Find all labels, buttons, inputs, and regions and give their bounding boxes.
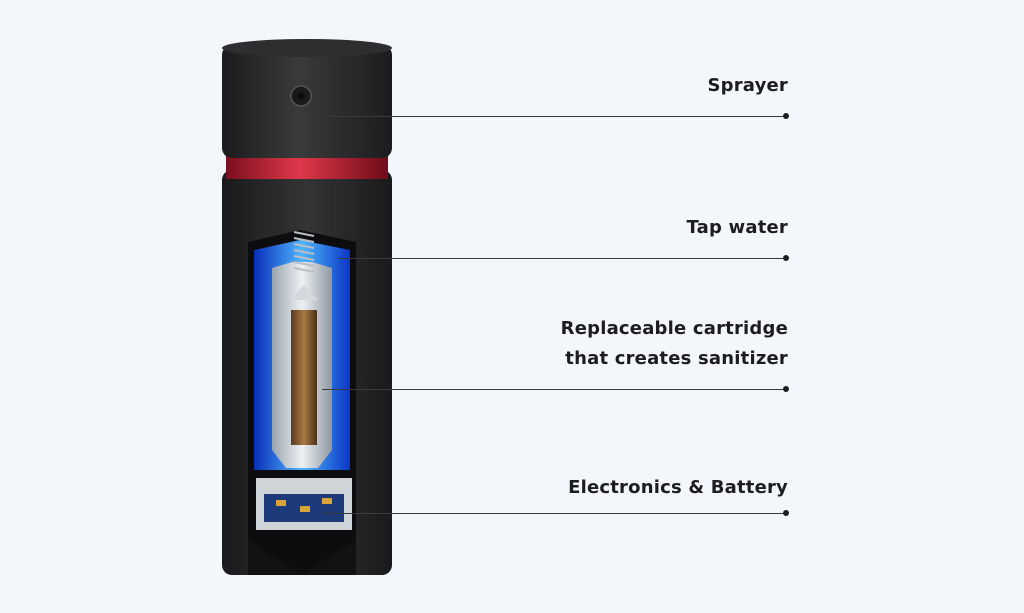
leader-line-electronics — [322, 513, 786, 514]
callout-label-cartridge: Replaceable cartridge that creates sanit… — [561, 314, 788, 374]
leader-dot-sprayer — [783, 113, 789, 119]
leader-line-tap-water — [338, 258, 786, 259]
leader-dot-tap-water — [783, 255, 789, 261]
callout-text: Replaceable cartridge — [561, 314, 788, 344]
callout-text: Electronics & Battery — [568, 473, 788, 503]
leader-dot-cartridge — [783, 386, 789, 392]
leader-line-cartridge — [322, 389, 786, 390]
red-ring — [226, 155, 388, 179]
callout-label-sprayer: Sprayer — [707, 71, 788, 101]
callout-text: Sprayer — [707, 71, 788, 101]
callout-label-electronics: Electronics & Battery — [568, 473, 788, 503]
callout-label-tap-water: Tap water — [686, 213, 788, 243]
leader-line-sprayer — [322, 116, 786, 117]
callout-text: Tap water — [686, 213, 788, 243]
leader-dot-electronics — [783, 510, 789, 516]
cartridge-core — [291, 310, 317, 445]
callout-text: that creates sanitizer — [561, 344, 788, 374]
